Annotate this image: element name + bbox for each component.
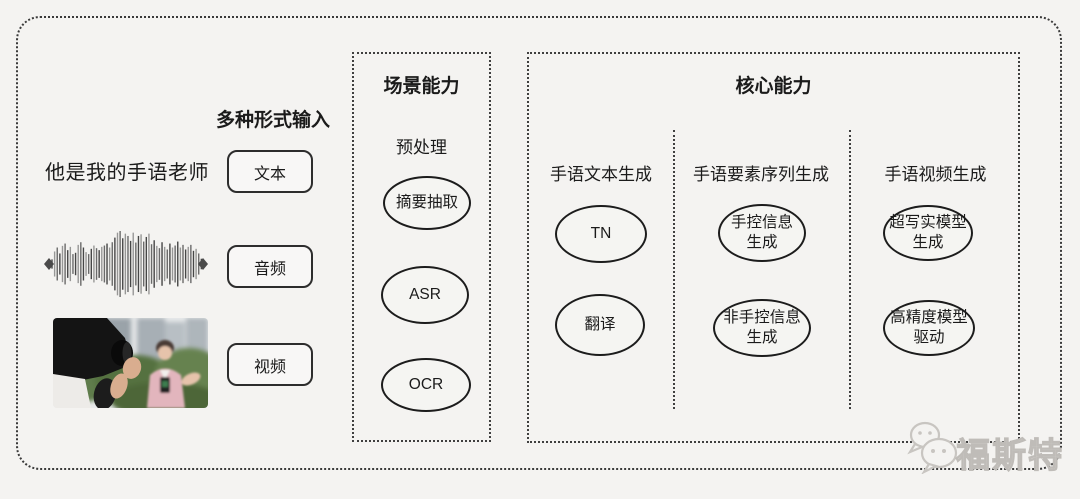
wechat-chat-bubbles-icon xyxy=(907,421,958,474)
preprocessing-label: 预处理 xyxy=(396,138,447,157)
input-type-text-label: 文本 xyxy=(253,165,286,183)
camera-silhouette xyxy=(53,318,142,408)
input-type-video-label: 视频 xyxy=(253,358,286,376)
column-divider-1 xyxy=(673,130,675,409)
core-box-title: 核心能力 xyxy=(735,76,812,97)
scene-box-title: 场景能力 xyxy=(383,76,460,97)
node-manual-info-generation: 手控信息 生成 xyxy=(718,204,806,262)
node-non-manual-info-generation: 非手控信息 生成 xyxy=(713,299,811,357)
input-type-video-box: 视频 xyxy=(227,343,313,386)
text-example-sentence: 他是我的手语老师 xyxy=(45,162,209,184)
input-type-audio-label: 音频 xyxy=(253,260,286,278)
node-ocr: OCR xyxy=(381,358,471,412)
reporter-figure xyxy=(147,340,201,408)
column-header-sign-video-generation: 手语视频生成 xyxy=(884,165,987,184)
column-divider-2 xyxy=(849,130,851,409)
input-type-audio-box: 音频 xyxy=(227,245,313,288)
input-type-text-box: 文本 xyxy=(227,150,313,193)
reporter-photo-illustration xyxy=(53,318,208,408)
video-thumbnail xyxy=(53,318,208,408)
outer-dotted-border xyxy=(16,16,1062,470)
scene-capability-box: 场景能力 预处理 摘要抽取 ASR OCR xyxy=(352,52,491,442)
node-summary-extraction: 摘要抽取 xyxy=(383,176,471,230)
watermark-text: 福斯特 xyxy=(955,436,1064,475)
node-high-precision-model-driving: 高精度模型 驱动 xyxy=(883,300,975,356)
node-tn: TN xyxy=(555,205,647,263)
column-header-sign-element-sequence-generation: 手语要素序列生成 xyxy=(693,165,829,184)
input-section-header: 多种形式输入 xyxy=(215,110,330,131)
audio-waveform-icon xyxy=(44,231,208,297)
node-translation: 翻译 xyxy=(555,294,645,356)
node-asr: ASR xyxy=(381,266,469,324)
column-header-sign-text-generation: 手语文本生成 xyxy=(550,165,652,184)
core-capability-box: 核心能力 手语文本生成 手语要素序列生成 手语视频生成 TN 翻译 手控信息 生… xyxy=(527,52,1020,443)
node-hyperrealistic-model-generation: 超写实模型 生成 xyxy=(883,205,973,261)
